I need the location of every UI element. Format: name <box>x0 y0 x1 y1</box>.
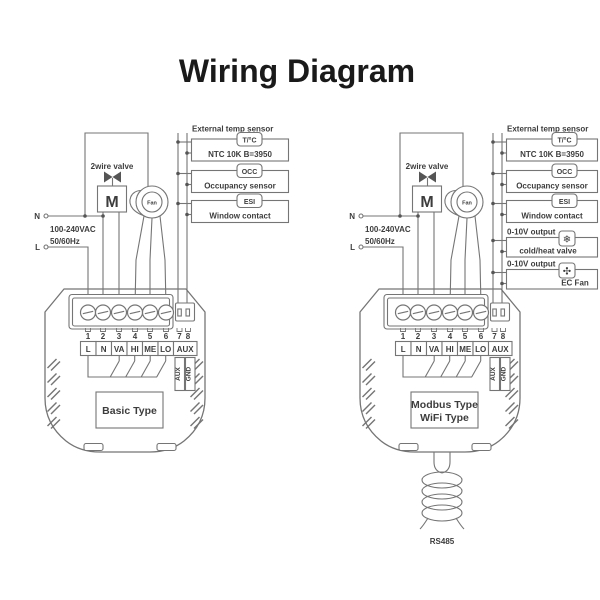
terminal-label: HI <box>446 345 454 354</box>
thermostat-body <box>44 288 206 453</box>
terminal-label: LO <box>475 345 486 354</box>
terminal-label: VA <box>429 345 440 354</box>
fan-label: Fan <box>462 201 472 207</box>
terminal-label: ME <box>459 345 472 354</box>
type-box <box>95 391 164 429</box>
frequency-label: 50/60Hz <box>365 237 395 246</box>
terminal-number: 1 <box>401 332 406 341</box>
l-terminal-point <box>43 244 49 250</box>
valve-icon <box>419 171 428 183</box>
sensor-title: External temp sensor <box>507 125 588 134</box>
l-terminal-point <box>358 244 364 250</box>
output-label: EC Fan <box>561 279 589 288</box>
n-terminal-point <box>43 213 49 219</box>
mount-slot <box>398 442 419 452</box>
output-title: 0-10V output <box>507 260 556 269</box>
device-type-label-line2: WiFi Type <box>420 412 469 424</box>
voltage-label: 100-240VAC <box>50 225 96 234</box>
valve-icon <box>112 171 121 183</box>
sensor-column-modbus: External temp sensor T/°C NTC 10K B=3950… <box>491 125 599 303</box>
sensor-label: Occupancy sensor <box>204 182 276 191</box>
terminal-number: 1 <box>86 332 91 341</box>
terminal-label: VA <box>114 345 125 354</box>
terminal-number: 3 <box>432 332 437 341</box>
temp-sensor-tag: T/°C <box>557 137 571 145</box>
valve-icon <box>104 171 113 183</box>
terminal-number: 4 <box>448 332 453 341</box>
type-box <box>410 391 479 429</box>
rs485-label: RS485 <box>430 537 455 546</box>
terminal-number: 5 <box>463 332 468 341</box>
terminal-label: N <box>101 345 107 354</box>
l-label: L <box>350 243 355 252</box>
mount-slot <box>471 442 492 452</box>
n-terminal-point <box>358 213 364 219</box>
terminal-number: 5 <box>148 332 153 341</box>
gnd-vertical-label: GND <box>185 366 192 381</box>
mount-slot <box>83 442 104 452</box>
terminal-number: 8 <box>186 332 191 341</box>
terminal-label: ME <box>144 345 157 354</box>
gnd-vertical-label: GND <box>500 366 507 381</box>
window-tag: ESI <box>559 199 570 206</box>
device-type-label: Basic Type <box>102 405 157 417</box>
frequency-label: 50/60Hz <box>50 237 80 246</box>
terminal-label: AUX <box>492 345 510 354</box>
valve-motor-label: M <box>105 194 118 211</box>
valve-motor-label: M <box>420 194 433 211</box>
sensor-label: Window contact <box>521 212 583 221</box>
voltage-label: 100-240VAC <box>365 225 411 234</box>
device-basic: N L 100-240VAC 50/60Hz 2wire valve M Fan <box>34 132 206 453</box>
terminal-number: 6 <box>164 332 169 341</box>
aux-vertical-label: AUX <box>175 366 182 380</box>
output-title: 0-10V output <box>507 228 556 237</box>
temp-sensor-tag: T/°C <box>242 137 256 145</box>
occupancy-tag: OCC <box>242 169 258 176</box>
l-label: L <box>35 243 40 252</box>
window-tag: ESI <box>244 199 255 206</box>
output-label: cold/heat valve <box>519 247 577 256</box>
mount-slot <box>156 442 177 452</box>
valve-icon <box>427 171 436 183</box>
terminal-label: L <box>86 345 91 354</box>
snowflake-icon: ❄ <box>563 235 571 246</box>
sensor-label: NTC 10K B=3950 <box>520 150 584 159</box>
valve-label: 2wire valve <box>406 162 449 171</box>
terminal-number: 7 <box>177 332 182 341</box>
sensor-label: Window contact <box>209 212 271 221</box>
fan-blade-icon: ✣ <box>563 267 571 278</box>
terminal-number: 2 <box>416 332 421 341</box>
terminal-label: L <box>401 345 406 354</box>
rs485-cable: RS485 <box>419 452 465 546</box>
n-label: N <box>34 212 40 221</box>
valve-motor-box <box>411 185 443 213</box>
sensor-label: Occupancy sensor <box>516 182 588 191</box>
sensor-label: NTC 10K B=3950 <box>208 150 272 159</box>
terminal-label: HI <box>131 345 139 354</box>
sensor-title: External temp sensor <box>192 125 273 134</box>
thermostat-body <box>359 288 521 453</box>
sensor-column-basic: External temp sensor T/°C NTC 10K B=3950… <box>176 125 290 303</box>
terminal-label: N <box>416 345 422 354</box>
terminal-number: 2 <box>101 332 106 341</box>
valve-label: 2wire valve <box>91 162 134 171</box>
terminal-number: 8 <box>501 332 506 341</box>
terminal-number: 6 <box>479 332 484 341</box>
valve-motor-box <box>96 185 128 213</box>
terminal-number: 3 <box>117 332 122 341</box>
device-modbus: N L 100-240VAC 50/60Hz 2wire valve M Fan… <box>349 132 521 546</box>
terminal-number: 4 <box>133 332 138 341</box>
terminal-number: 7 <box>492 332 497 341</box>
terminal-label: AUX <box>177 345 195 354</box>
device-type-label-line1: Modbus Type <box>411 399 478 411</box>
page-title: Wiring Diagram <box>179 53 415 89</box>
terminal-label: LO <box>160 345 171 354</box>
occupancy-tag: OCC <box>557 169 573 176</box>
fan-label: Fan <box>147 201 157 207</box>
n-label: N <box>349 212 355 221</box>
aux-vertical-label: AUX <box>490 366 497 380</box>
